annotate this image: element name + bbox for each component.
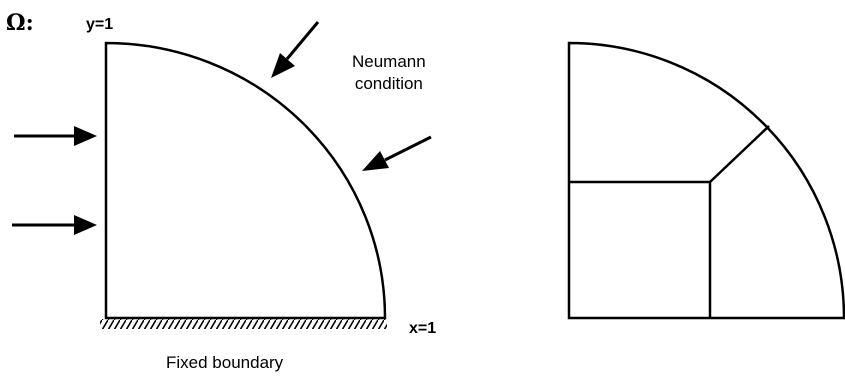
arrow-left-lower-icon [12,215,97,235]
fixed-boundary-hatching [100,319,387,329]
arrow-left-upper-icon [14,126,97,146]
mesh-outer-boundary [567,41,845,320]
domain-symbol-label: Ω: [6,10,34,36]
neumann-label-line1: Neumann [352,52,426,71]
y-axis-label: y=1 [86,16,114,33]
quarter-circle-domain [104,41,387,320]
load-arrows [12,21,432,235]
mesh-diagonal-divider [709,125,770,183]
neumann-label-line2: condition [354,74,423,93]
fixed-boundary-label: Fixed boundary [166,353,284,372]
left-domain-figure [100,41,387,329]
arrow-arc-upper-icon [271,21,320,78]
right-mesh-figure [567,41,845,320]
neumann-condition-label: Neumann condition [352,51,426,95]
arrow-arc-lower-icon [362,135,432,171]
x-axis-label: x=1 [409,320,437,337]
